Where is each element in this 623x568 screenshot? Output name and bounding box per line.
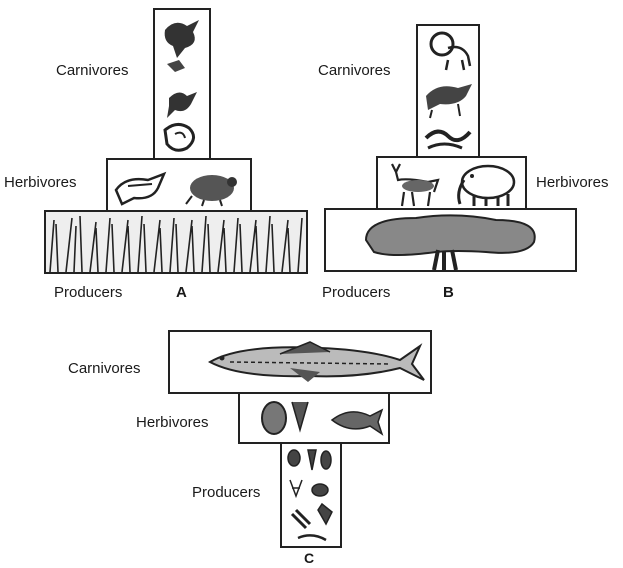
pyramid-c-herbivores-label: Herbivores (136, 414, 209, 431)
pyramid-a-producers-label: Producers (54, 284, 122, 301)
pyramid-a-producers-box (44, 210, 308, 274)
grass-icon (46, 212, 306, 272)
deer-and-elephant-icon (378, 158, 525, 208)
pyramid-b-producers-label: Producers (322, 284, 390, 301)
lion-fox-snake-icon (418, 26, 478, 156)
pyramid-a-herbivores-box (106, 158, 252, 212)
pyramid-c-herbivores-box (238, 392, 390, 444)
pyramid-b-carnivores-label: Carnivores (318, 62, 391, 79)
pyramid-c-producers-box (280, 442, 342, 548)
pyramid-b-tag: B (443, 284, 454, 301)
pyramid-c-producers-label: Producers (192, 484, 260, 501)
pyramid-b-carnivores-box (416, 24, 480, 158)
pyramid-a-carnivores-label: Carnivores (56, 62, 129, 79)
zooplankton-and-small-fish-icon (240, 394, 388, 442)
pyramid-b-herbivores-label: Herbivores (536, 174, 609, 191)
pyramid-b-producers-box (324, 208, 577, 272)
grasshopper-and-rodent-icon (108, 160, 250, 210)
pyramid-a-tag: A (176, 284, 187, 301)
bird-and-lizard-icon (155, 10, 209, 158)
pyramid-c-tag: C (304, 550, 314, 566)
pyramid-b-herbivores-box (376, 156, 527, 210)
pyramid-c-carnivores-box (168, 330, 432, 394)
pyramid-a-carnivores-box (153, 8, 211, 160)
phytoplankton-icon (282, 444, 340, 546)
tree-icon (326, 210, 575, 270)
fish-icon (170, 332, 430, 392)
pyramid-a-herbivores-label: Herbivores (4, 174, 77, 191)
pyramid-c-carnivores-label: Carnivores (68, 360, 141, 377)
